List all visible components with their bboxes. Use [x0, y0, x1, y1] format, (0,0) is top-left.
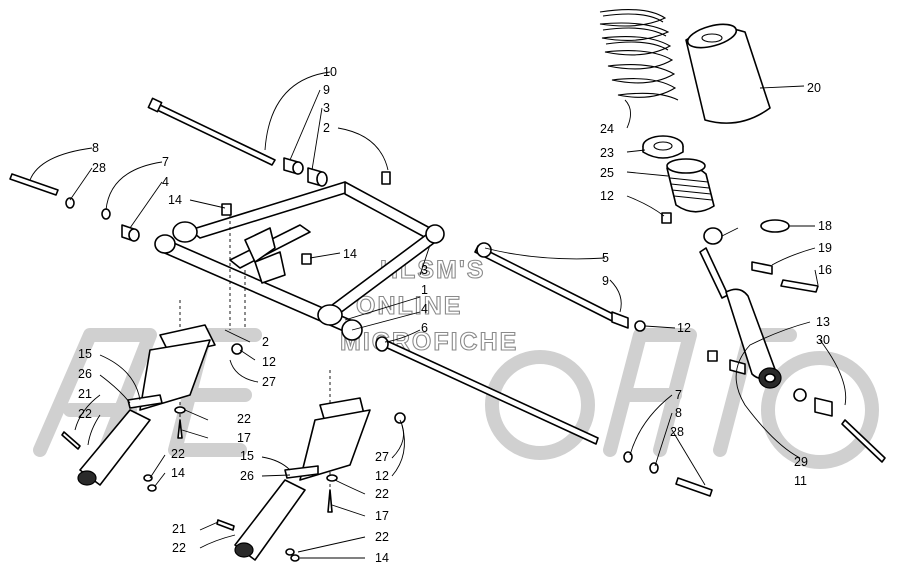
arm-upper-tube [189, 181, 356, 239]
arm-end-left-top [172, 221, 198, 243]
lower-left-hardware [61, 406, 338, 562]
long-bolt-top [147, 97, 276, 166]
callout-12: 12 [677, 321, 691, 335]
arm-back-tube [344, 181, 431, 241]
right-shafts [301, 242, 713, 497]
callout-14: 14 [375, 551, 389, 565]
callout-9: 9 [602, 274, 609, 288]
callout-15: 15 [240, 449, 254, 463]
shock-body-upper [666, 158, 715, 213]
callout-8: 8 [92, 141, 99, 155]
callout-labels: 10 9 3 2 8 28 7 4 14 14 3 1 4 6 5 9 12 1… [78, 65, 832, 565]
nut-2-top [381, 171, 391, 185]
spring [599, 9, 679, 101]
callout-25: 25 [600, 166, 614, 180]
left-bolt-washers [9, 173, 232, 242]
callout-14: 14 [171, 466, 185, 480]
callout-18: 18 [818, 219, 832, 233]
callout-3: 3 [323, 101, 330, 115]
callout-22: 22 [78, 407, 92, 421]
callout-30: 30 [816, 333, 830, 347]
callout-21: 21 [78, 387, 92, 401]
callout-16: 16 [818, 263, 832, 277]
watermark-line3: MICROFICHE [340, 328, 518, 356]
callout-27: 27 [262, 375, 276, 389]
callout-14: 14 [168, 193, 182, 207]
callout-22: 22 [375, 487, 389, 501]
shock-hardware [661, 212, 886, 463]
nut-14-left [221, 203, 232, 216]
callout-21: 21 [172, 522, 186, 536]
callout-2: 2 [323, 121, 330, 135]
callout-11: 11 [794, 474, 807, 488]
callout-22: 22 [172, 541, 186, 555]
spring-nut [642, 135, 684, 159]
callout-6: 6 [421, 321, 428, 335]
idler-arm-lower [234, 397, 406, 561]
leader-lines [29, 71, 847, 559]
callout-28: 28 [670, 425, 684, 439]
callout-22: 22 [375, 530, 389, 544]
callout-26: 26 [78, 367, 92, 381]
callout-22: 22 [237, 412, 251, 426]
idler-arm-upper [77, 324, 243, 486]
callout-2: 2 [262, 335, 269, 349]
boot [685, 23, 771, 124]
callout-12: 12 [375, 469, 389, 483]
arm-bracket-b [254, 251, 286, 284]
nut-14-mid [301, 253, 312, 265]
callout-1: 1 [421, 283, 428, 297]
watermark: HLSM'S ONLINE MICROFICHE [339, 255, 518, 356]
callout-13: 13 [816, 315, 830, 329]
callout-27: 27 [375, 450, 389, 464]
callout-10: 10 [323, 65, 337, 79]
bolt-8-right [675, 477, 713, 497]
callout-17: 17 [375, 509, 389, 523]
callout-7: 7 [162, 155, 169, 169]
callout-28: 28 [92, 161, 106, 175]
arm-end-left [154, 234, 176, 254]
callout-4: 4 [162, 175, 169, 189]
callout-9: 9 [323, 83, 330, 97]
arm-end-right [425, 224, 445, 244]
rear-arm-assembly [154, 181, 445, 341]
callout-24: 24 [600, 122, 614, 136]
callout-4: 4 [421, 302, 428, 316]
callout-14: 14 [343, 247, 357, 261]
arm-bracket-a [244, 227, 276, 263]
callout-12: 12 [262, 355, 276, 369]
callout-29: 29 [794, 455, 808, 469]
callout-17: 17 [237, 431, 251, 445]
callout-3: 3 [421, 263, 428, 277]
callout-20: 20 [807, 81, 821, 95]
top-spacers [283, 157, 328, 187]
arm-end-bottom-b [317, 304, 343, 326]
callout-8: 8 [675, 406, 682, 420]
callout-15: 15 [78, 347, 92, 361]
callout-7: 7 [675, 388, 682, 402]
callout-19: 19 [818, 241, 832, 255]
watermark-line2: ONLINE [356, 292, 462, 320]
callout-5: 5 [602, 251, 609, 265]
callout-26: 26 [240, 469, 254, 483]
callout-23: 23 [600, 146, 614, 160]
callout-22: 22 [171, 447, 185, 461]
callout-12: 12 [600, 189, 614, 203]
